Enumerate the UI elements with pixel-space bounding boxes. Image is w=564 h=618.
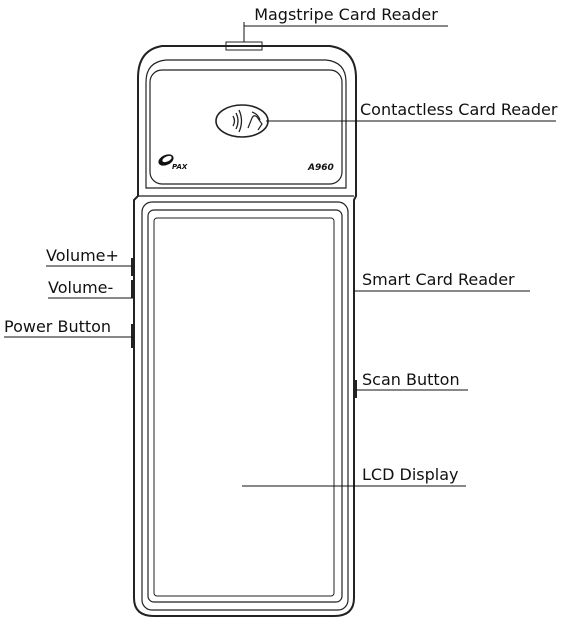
callout-contactless: Contactless Card Reader — [266, 100, 558, 122]
callout-magstripe: Magstripe Card Reader — [243, 5, 448, 42]
lcd-screen[interactable] — [153, 217, 335, 597]
callout-scan: Scan Button — [356, 370, 468, 391]
power-button[interactable] — [131, 324, 135, 348]
callout-magstripe-label: Magstripe Card Reader — [254, 5, 438, 24]
callout-power-label: Power Button — [4, 317, 111, 336]
terminal-body — [133, 45, 357, 617]
callout-power: Power Button — [4, 317, 133, 338]
callout-volume-down-label: Volume- — [48, 278, 113, 297]
callout-lcd: LCD Display — [242, 465, 466, 487]
brand-label: PAX — [172, 163, 188, 171]
scan-button[interactable] — [354, 380, 357, 398]
callout-scan-label: Scan Button — [362, 370, 460, 389]
volume-up-button[interactable] — [131, 258, 135, 276]
contactless-payment-icon — [215, 104, 269, 138]
callout-lcd-label: LCD Display — [362, 465, 458, 484]
callout-contactless-label: Contactless Card Reader — [360, 100, 558, 119]
callout-volume-up-label: Volume+ — [46, 246, 119, 265]
model-label: A960 — [307, 163, 334, 173]
pax-logo-icon — [158, 154, 174, 166]
callout-smart-card-label: Smart Card Reader — [362, 270, 515, 289]
callout-volume-up: Volume+ — [46, 246, 133, 267]
volume-down-button[interactable] — [131, 280, 135, 298]
callout-volume-down: Volume- — [48, 278, 133, 299]
callout-smart-card: Smart Card Reader — [354, 270, 530, 292]
